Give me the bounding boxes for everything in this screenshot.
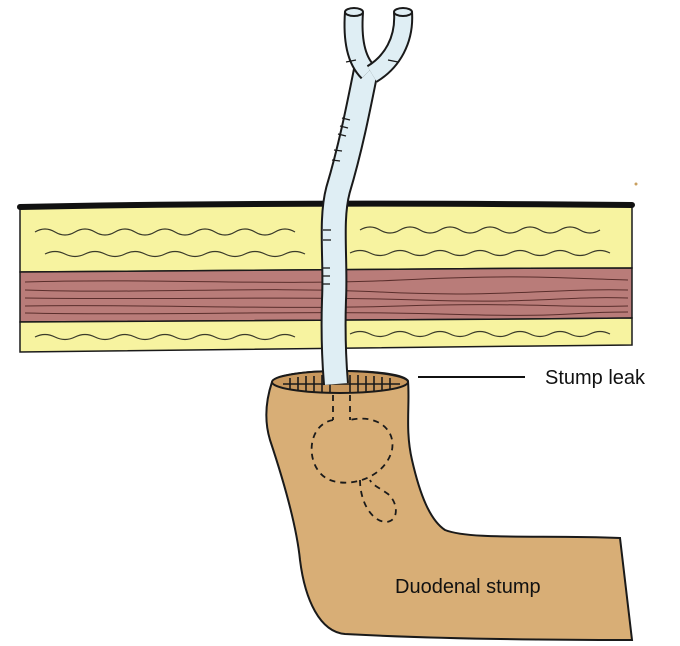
fat-texture	[34, 226, 611, 341]
tube-graduations	[322, 59, 399, 285]
duodenal-stump-label: Duodenal stump	[395, 576, 541, 598]
stump-leak-label: Stump leak	[545, 367, 646, 389]
muscle-texture	[24, 276, 629, 316]
stump-body	[265, 369, 634, 642]
skin-line	[17, 200, 635, 210]
speck	[634, 182, 638, 186]
duodenal-stump	[265, 369, 634, 642]
internal-drain-path	[310, 395, 397, 523]
suture-marks	[283, 375, 400, 393]
drain-tube-icon	[320, 7, 414, 386]
stump-leak-callout: Stump leak	[418, 367, 646, 389]
